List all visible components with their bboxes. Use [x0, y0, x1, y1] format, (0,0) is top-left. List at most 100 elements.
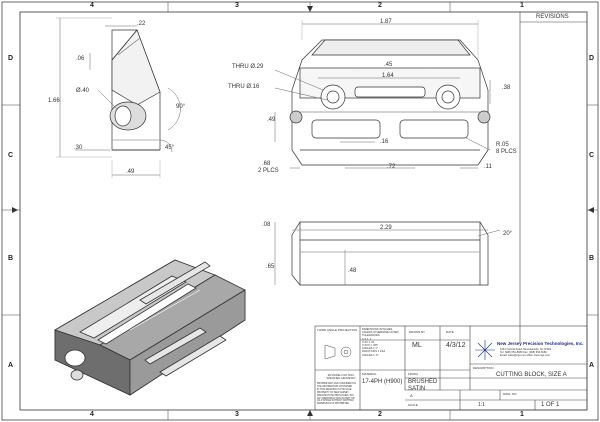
- dim-front-thru-29: THRU Ø.29: [232, 64, 264, 70]
- revisions-title: REVISIONS: [536, 14, 569, 20]
- description-value: CUTTING BLOCK, SIZE A: [496, 372, 567, 378]
- proprietary-line: PROPERTY OF NEW JERSEY: [317, 391, 349, 394]
- dim-front-total-width: 1.87: [380, 19, 392, 25]
- date-label: DATE: [446, 330, 454, 334]
- proprietary-line: PERMISSION IS PROHIBITED.: [317, 403, 350, 406]
- zone-left-b: B: [8, 255, 14, 262]
- tolerance-line: ANGLES ± .5°: [362, 353, 379, 357]
- zone-left-a: A: [8, 362, 14, 369]
- zone-left-d: D: [8, 55, 14, 62]
- proprietary-line: PROPRIETARY AND CONFIDENTIAL: [317, 383, 357, 385]
- dim-side-width: .49: [126, 169, 135, 175]
- tolerance-line: X.XXX ± .005: [362, 344, 378, 348]
- dim-front-68: .68: [262, 161, 271, 167]
- front-view: [274, 20, 491, 169]
- dim-bottom-angle-20: 20°: [503, 231, 513, 237]
- description-label: DESCRIPTION: [473, 366, 494, 370]
- date-value: 4/3/12: [446, 342, 466, 349]
- proprietary-line: PRECISION TECHNOLOGIES, INC.: [317, 394, 355, 397]
- company-logo: [475, 340, 495, 360]
- dim-front-11: .11: [484, 164, 492, 170]
- dim-bottom-48: .48: [348, 268, 357, 274]
- company-address: 1061 Central Road, Mountainside, NJ 0709…: [500, 348, 551, 358]
- material-label: MATERIAL: [362, 372, 377, 376]
- dim-front-164: 1.64: [382, 73, 394, 79]
- center-mark-left: [12, 207, 18, 213]
- tolerance-line: UNLESS OTHERWISE NOTED: [362, 331, 399, 335]
- dim-front-72: .72: [387, 164, 396, 170]
- tolerance-line: X.X ± .1: [362, 337, 372, 341]
- zone-top-1: 1: [520, 2, 524, 9]
- dim-side-chamfer: .06: [76, 56, 85, 62]
- inner-border: [19, 11, 588, 411]
- dim-bottom-65: .65: [266, 264, 275, 270]
- scale-label: SCALE: [408, 403, 418, 407]
- model-note-line: SPECIFIED GEOMETRY: [326, 377, 356, 381]
- bottom-view: [274, 221, 501, 286]
- dim-side-angle-90: 90°: [176, 104, 186, 110]
- proprietary-line: AS A WHOLE WITHOUT WRITTEN: [317, 400, 354, 403]
- zone-right-a: A: [589, 362, 595, 369]
- dim-side-height: 1.66: [48, 98, 60, 104]
- drawn-by-label: DRAWN BY: [409, 330, 426, 334]
- dim-front-38: .38: [502, 85, 511, 91]
- center-mark-right: [588, 207, 594, 213]
- tolerance-line: TOLERANCES:: [362, 334, 381, 338]
- dim-front-r05: R.05: [496, 142, 509, 148]
- dim-side-diameter: Ø.40: [76, 88, 90, 94]
- proprietary-line: ANY REPRODUCTION IN PART OR: [317, 397, 355, 400]
- isometric-view: [54, 259, 246, 396]
- dim-front-2-plcs: 2 PLCS: [258, 168, 279, 174]
- dim-side-angle-45: 45°: [165, 145, 175, 151]
- dwg-no-label: DWG. NO.: [503, 392, 518, 396]
- drawn-by-value: ML: [412, 342, 422, 349]
- tolerance-line: ANGLES ± 1°: [362, 347, 378, 351]
- zone-right-c: C: [589, 152, 595, 159]
- address-line: 1061 Central Road, Mountainside, NJ 0709…: [500, 348, 552, 351]
- dim-front-49: .49: [267, 117, 276, 123]
- model-note: 3D MODEL FOR NON- SPECIFIED GEOMETRY: [323, 374, 359, 380]
- dim-front-45: .45: [384, 62, 393, 68]
- tolerance-line: FRACTIONS ± 1/64: [362, 350, 385, 354]
- zone-left-c: C: [8, 152, 14, 159]
- finish-value-line1: BRUSHED: [408, 379, 438, 385]
- proprietary-line: IN THIS DRAWING IS THE SOLE: [317, 388, 352, 391]
- zone-right-b: B: [589, 255, 595, 262]
- center-mark-bottom: [307, 410, 313, 416]
- zone-top-3: 3: [235, 2, 239, 9]
- zone-bottom-3: 3: [235, 411, 239, 418]
- size-label: A: [410, 393, 413, 398]
- address-line: Email: sales@njpt.com Web: www.njpt.com: [500, 354, 550, 358]
- dim-side-top-width: .22: [137, 21, 146, 27]
- side-view: [56, 17, 181, 178]
- zone-bottom-2: 2: [378, 411, 382, 418]
- center-mark-top: [307, 6, 313, 12]
- zone-right-d: D: [589, 55, 595, 62]
- finish-value-line2: SATIN: [408, 386, 426, 392]
- zone-top-4: 4: [90, 2, 94, 9]
- dim-front-16: .16: [380, 139, 389, 145]
- scale-value: 1:1: [478, 402, 485, 408]
- tolerance-notes: DIMENSIONS IN INCHES UNLESS OTHERWISE NO…: [362, 328, 404, 357]
- sheet-value: 1 OF 1: [541, 402, 560, 408]
- tolerance-line: DIMENSIONS IN INCHES: [362, 328, 393, 331]
- zone-top-2: 2: [378, 2, 382, 9]
- title-block-grid: [314, 325, 588, 411]
- projection-symbol: [324, 344, 352, 360]
- model-note-line: 3D MODEL FOR NON-: [327, 374, 355, 377]
- dim-bottom-08: .08: [262, 222, 271, 228]
- dim-side-bottom: .30: [74, 145, 83, 151]
- projection-label: THIRD ANGLE PROJECTION: [317, 328, 358, 332]
- dim-front-8-plcs: 8 PLCS: [496, 149, 517, 155]
- zone-bottom-1: 1: [520, 411, 524, 418]
- company-name: New Jersey Precision Technologies, Inc.: [497, 341, 584, 346]
- address-line: Tel: (908) 654-8080 Fax: (908) 654-8181: [500, 351, 547, 355]
- finish-label: FINISH: [408, 372, 418, 376]
- proprietary-line: THE INFORMATION CONTAINED: [317, 385, 353, 388]
- proprietary-note: PROPRIETARY AND CONFIDENTIAL THE INFORMA…: [317, 383, 359, 406]
- dim-bottom-229: 2.29: [380, 225, 392, 231]
- dim-front-thru-16: THRU Ø.16: [228, 84, 260, 90]
- material-value: 17-4PH (H900): [362, 379, 403, 385]
